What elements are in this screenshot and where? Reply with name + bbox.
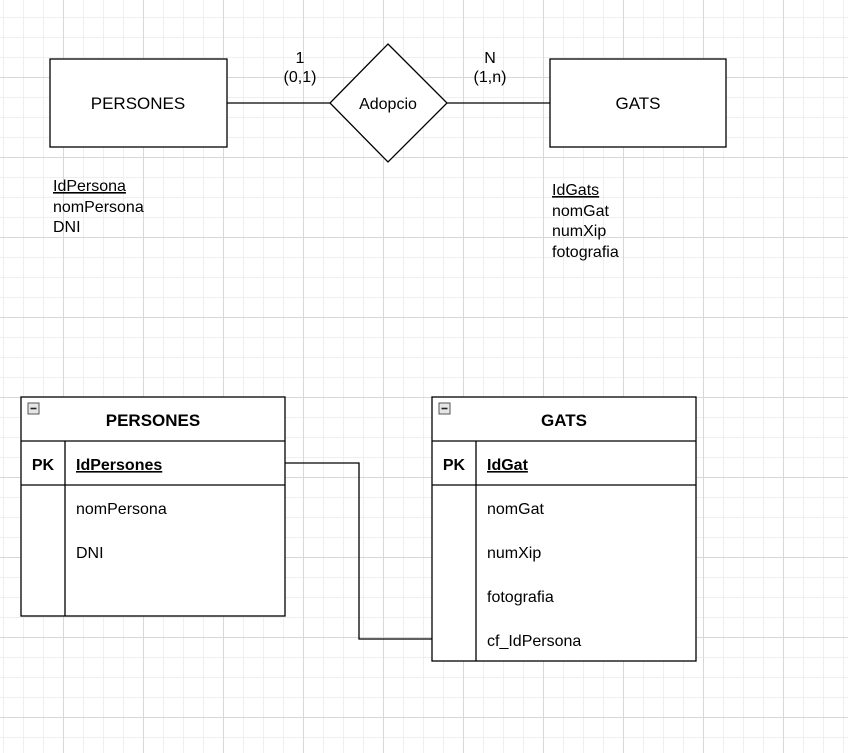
relationship-adopcio-label: Adopcio — [359, 96, 417, 113]
relationship-adopcio[interactable]: Adopcio — [329, 43, 448, 163]
entity-gats-label: GATS — [615, 94, 660, 113]
primary-key-field: IdPersones — [76, 457, 162, 474]
cardinality-left-value: 1 — [296, 50, 305, 67]
gats-key-attribute: IdGats — [552, 182, 599, 199]
table-gats[interactable]: GATS PK IdGat nomGat numXip fotografia c… — [431, 396, 697, 662]
table-personas[interactable]: PERSONES PK IdPersones nomPersona DNI — [20, 396, 286, 617]
table-field: fotografia — [487, 589, 554, 606]
primary-key-label: PK — [32, 457, 55, 474]
table-personas-title: PERSONES — [106, 411, 200, 430]
entity-personas[interactable]: PERSONES — [49, 58, 228, 148]
personas-attribute: DNI — [53, 219, 81, 236]
gats-attribute: numXip — [552, 223, 606, 240]
primary-key-field: IdGat — [487, 457, 529, 474]
table-gats-title: GATS — [541, 411, 587, 430]
table-field: nomPersona — [76, 501, 167, 518]
entity-gats[interactable]: GATS — [549, 58, 727, 148]
table-field: numXip — [487, 545, 541, 562]
table-field: DNI — [76, 545, 104, 562]
table-field: nomGat — [487, 501, 544, 518]
gats-attribute: fotografia — [552, 244, 619, 261]
personas-attribute-list: IdPersona nomPersona DNI — [53, 178, 144, 236]
collapse-icon[interactable] — [438, 402, 451, 415]
foreign-key-connector — [285, 462, 432, 640]
gats-attribute: nomGat — [552, 203, 609, 220]
foreign-key-field: cf_IdPersona — [487, 633, 581, 650]
entity-personas-label: PERSONES — [91, 94, 185, 113]
personas-key-attribute: IdPersona — [53, 178, 126, 195]
cardinality-right-value: N — [484, 50, 496, 67]
cardinality-right-range: (1,n) — [474, 69, 507, 86]
cardinality-left-range: (0,1) — [284, 69, 317, 86]
primary-key-label: PK — [443, 457, 466, 474]
gats-attribute-list: IdGats nomGat numXip fotografia — [552, 182, 619, 261]
collapse-icon[interactable] — [27, 402, 40, 415]
personas-attribute: nomPersona — [53, 199, 144, 216]
